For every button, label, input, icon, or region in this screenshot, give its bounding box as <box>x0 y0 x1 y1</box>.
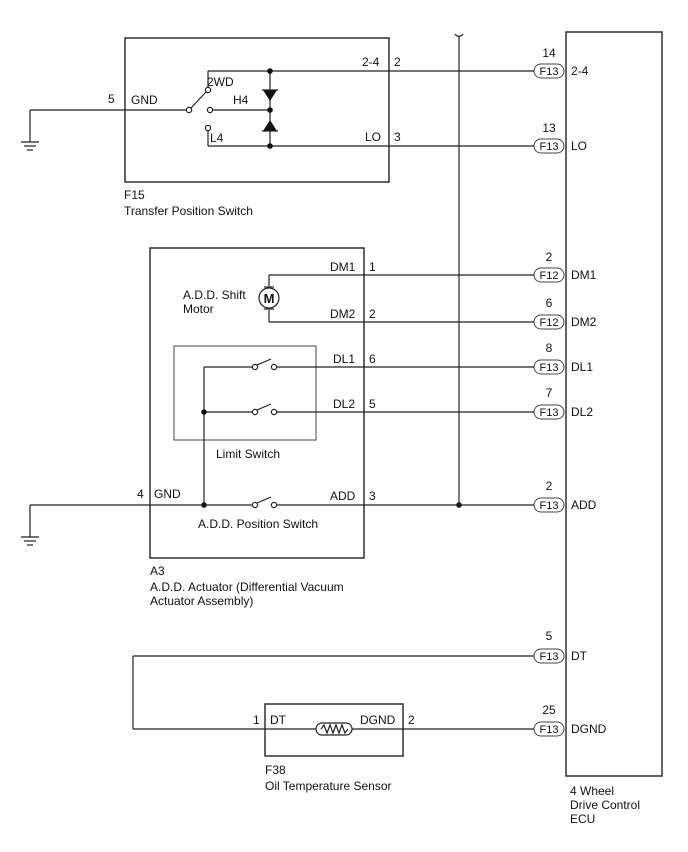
diode-icon <box>262 89 278 101</box>
a3-name-line-2: Actuator Assembly) <box>150 594 253 608</box>
ecu-pin: 7 F13 DL2 <box>533 386 593 420</box>
ecu-name-line-1: 4 Wheel <box>570 784 614 798</box>
shared-bus-line <box>454 33 464 508</box>
f15-name: Transfer Position Switch <box>124 204 253 218</box>
ecu-pin-connector: F13 <box>540 724 559 736</box>
a3-terminal-label: DL2 <box>333 397 355 411</box>
switch-icon <box>251 358 278 371</box>
a3-gnd-pin: 4 <box>137 487 144 501</box>
a3-limit-switch-label: Limit Switch <box>216 447 280 461</box>
ecu-pin-connector: F13 <box>540 66 559 78</box>
f15-pos-h4: H4 <box>233 93 249 107</box>
ecu-pin-number: 14 <box>542 46 556 60</box>
a3-motor-label-1: A.D.D. Shift <box>183 288 246 302</box>
f15-code: F15 <box>124 188 145 202</box>
ecu-pin-name: DL2 <box>571 405 593 419</box>
ecu-pin-connector: F13 <box>540 651 559 663</box>
a3-terminal-label: DL1 <box>333 352 355 366</box>
a3-terminal-pin: 3 <box>369 489 376 503</box>
ecu-pin-connector: F13 <box>540 362 559 374</box>
switch-icon <box>251 496 278 509</box>
f38-left-pin: 1 <box>253 713 260 727</box>
ecu-pin-name: LO <box>571 139 587 153</box>
ecu-pin-name: DGND <box>571 722 607 736</box>
ecu-name-line-2: Drive Control <box>570 798 640 812</box>
f15-out1-pin: 2 <box>394 55 401 69</box>
ecu-pin-number: 8 <box>546 341 553 355</box>
ecu-pin: 6 F12 DM2 <box>533 296 597 330</box>
ecu-pin-number: 7 <box>546 386 553 400</box>
ecu-body <box>565 31 663 777</box>
f15-pos-l4: L4 <box>210 131 224 145</box>
ecu-pin-name: DM2 <box>571 315 597 329</box>
a3-terminal-pin: 6 <box>369 352 376 366</box>
ecu-pin: 8 F13 DL1 <box>533 341 593 375</box>
a3-name-line-1: A.D.D. Actuator (Differential Vacuum <box>150 580 344 594</box>
diode-icon <box>262 120 278 132</box>
a3-terminal-pin: 2 <box>369 307 376 321</box>
a3-terminal-label: DM2 <box>330 307 356 321</box>
a3-motor-label-2: Motor <box>183 302 214 316</box>
ecu-pin-name: DM1 <box>571 268 597 282</box>
ecu-pins: 14 F13 2-4 13 F13 LO 2 F12 DM1 6 F12 DM2 <box>533 46 607 737</box>
f38-right-label: DGND <box>360 713 396 727</box>
f38-code: F38 <box>265 763 286 777</box>
a3-code: A3 <box>150 564 165 578</box>
ecu-name-line-3: ECU <box>570 812 595 826</box>
ecu-pin-connector: F13 <box>540 407 559 419</box>
f15-pos-2wd: 2WD <box>207 75 234 89</box>
ecu-pin-number: 25 <box>542 703 556 717</box>
ecu-pin: 2 F13 ADD <box>533 479 597 513</box>
a3-add-actuator: M A.D.D. Shift Motor Limit Switch <box>21 247 534 608</box>
ecu-pin-connector: F13 <box>540 500 559 512</box>
ecu-pin: 2 F12 DM1 <box>533 250 597 283</box>
f15-transfer-position-switch: 5 GND 2WD H4 L4 2-4 <box>21 37 534 218</box>
ecu-pin-name: DL1 <box>571 360 593 374</box>
f15-out2-label: LO <box>365 130 381 144</box>
ground-icon <box>21 536 39 546</box>
motor-icon: M <box>258 275 280 322</box>
f38-name: Oil Temperature Sensor <box>265 779 392 793</box>
a3-gnd-label: GND <box>154 487 181 501</box>
a3-terminal-pin: 1 <box>369 260 376 274</box>
ecu-pin-number: 6 <box>546 296 553 310</box>
a3-terminal-label: ADD <box>330 489 356 503</box>
limit-switch-box <box>173 345 317 441</box>
ecu-pin-number: 13 <box>542 121 556 135</box>
ecu-pin-name: 2-4 <box>571 64 589 78</box>
f38-oil-temperature-sensor: DT 1 DGND 2 F38 Oil Temperature Sensor <box>132 655 534 793</box>
ecu-pin-number: 2 <box>546 250 553 264</box>
switch-icon <box>185 86 214 132</box>
f15-gnd-pin: 5 <box>108 92 115 106</box>
a3-terminal-label: DM1 <box>330 260 356 274</box>
a3-terminal-pin: 5 <box>369 397 376 411</box>
switch-icon <box>251 403 278 416</box>
f15-out2-pin: 3 <box>394 130 401 144</box>
ecu-block: 4 Wheel Drive Control ECU <box>565 31 663 826</box>
f15-out1-label: 2-4 <box>362 55 380 69</box>
ecu-pin-connector: F12 <box>540 317 559 329</box>
ecu-pin-name: ADD <box>571 498 597 512</box>
ecu-pin-connector: F12 <box>540 270 559 282</box>
motor-symbol: M <box>264 291 275 306</box>
ecu-pin-name: DT <box>571 649 588 663</box>
ecu-pin: 25 F13 DGND <box>533 703 607 737</box>
f38-right-pin: 2 <box>408 713 415 727</box>
ecu-pin-number: 2 <box>546 479 553 493</box>
ecu-pin-connector: F13 <box>540 141 559 153</box>
f15-gnd-label: GND <box>131 93 158 107</box>
ground-icon <box>21 141 39 151</box>
f38-left-label: DT <box>270 713 287 727</box>
a3-position-switch-label: A.D.D. Position Switch <box>198 517 318 531</box>
ecu-pin-number: 5 <box>546 629 553 643</box>
